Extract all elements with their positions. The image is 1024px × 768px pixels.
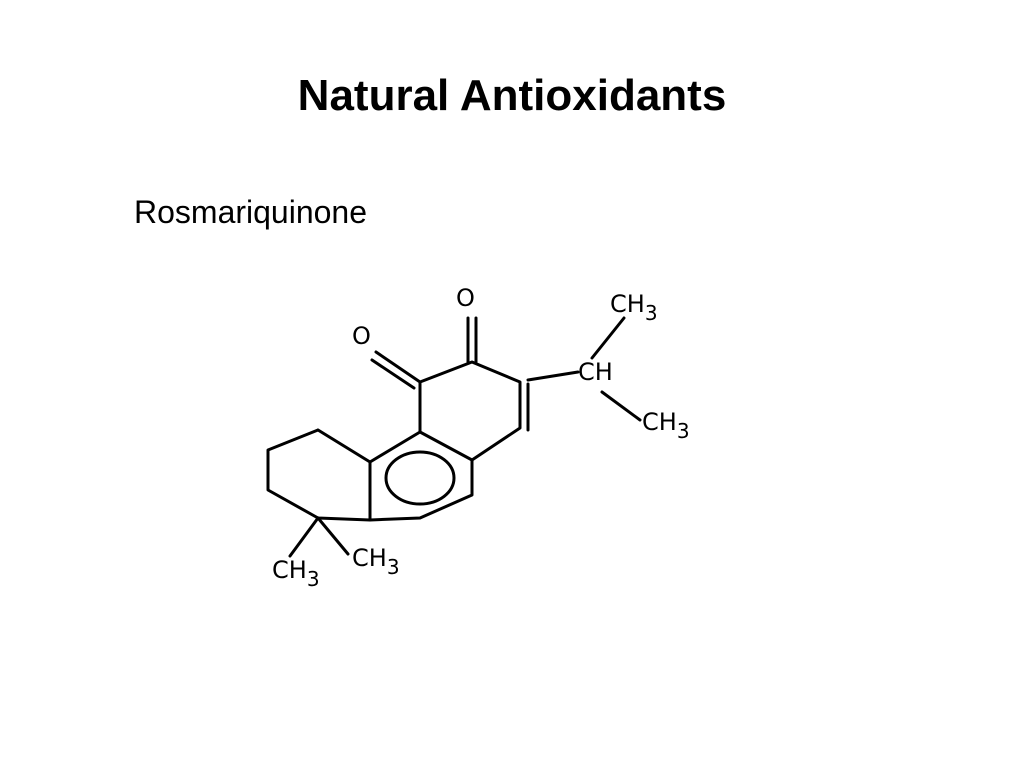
- carbonyl-left-bond-b: [370, 358, 416, 390]
- carbonyl-left-bond-a: [374, 350, 422, 384]
- isopropyl-ch3-top-bond: [590, 316, 626, 360]
- isopropyl-bond: [526, 370, 580, 382]
- isopropyl-ch3-right-bond: [600, 390, 642, 422]
- methyl-bottom-left-label: CH3: [272, 556, 320, 591]
- gem-dimethyl-bond-right: [316, 516, 350, 556]
- methyl-top-label: CH3: [610, 290, 658, 325]
- gem-dimethyl-bond-left: [288, 516, 320, 558]
- methyl-bottom-mid-label: CH3: [352, 544, 400, 579]
- oxygen-top-label: O: [456, 284, 475, 312]
- aromatic-ring: [368, 430, 474, 522]
- saturated-ring: [266, 428, 372, 522]
- compound-name: Rosmariquinone: [134, 194, 368, 230]
- oxygen-left-label: O: [352, 322, 371, 350]
- slide-title: Natural Antioxidants: [297, 71, 727, 120]
- methine-label: CH: [578, 358, 613, 386]
- aromatic-circle: [384, 450, 456, 506]
- methyl-right-label: CH3: [642, 408, 690, 443]
- quinone-ring: [418, 360, 522, 462]
